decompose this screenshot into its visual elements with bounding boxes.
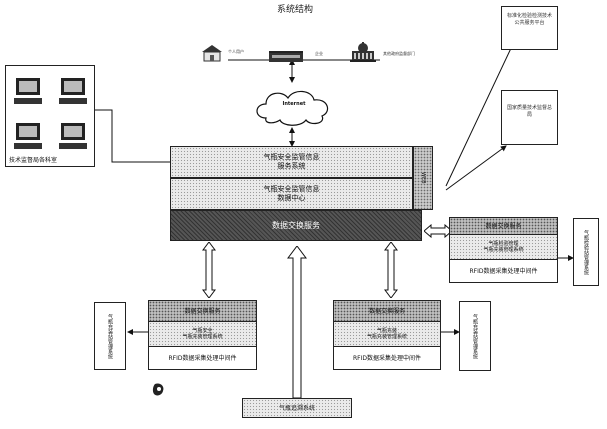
- computer-icon: [58, 76, 88, 110]
- unit-right-exchange: 数据交换服务: [449, 217, 558, 235]
- side-system-right-label: 气瓶检验站管理系统: [583, 229, 589, 275]
- middleware-unit-right: 数据交换服务 气瓶检验管理 气瓶充装管理系统 RFID数据采集处理中间件: [449, 217, 558, 283]
- data-center-block: 气瓶安全监管信息 数据中心: [170, 178, 413, 210]
- service-system-line1: 气瓶安全监管信息: [263, 153, 320, 161]
- house-icon: [200, 44, 224, 62]
- internet-cloud-icon: [252, 84, 336, 128]
- service-system-line2: 服务系统: [277, 162, 306, 170]
- side-system-left: 气瓶充装站管理系统: [94, 302, 126, 370]
- right-box-bottom-label: 国家质量技术监督总局: [506, 105, 552, 118]
- web-side-tag-label: WEB: [420, 172, 426, 184]
- unit-right-rfid-label: RFID数据采集处理中间件: [469, 267, 538, 275]
- data-center-line2: 数据中心: [277, 194, 306, 202]
- unit-right-exchange-label: 数据交换服务: [485, 222, 522, 230]
- unit-middle-exchange-label: 数据交换服务: [368, 307, 405, 315]
- government-building-icon: [349, 42, 377, 62]
- unit-right-manage-line2: 气瓶充装管理系统: [483, 247, 524, 253]
- web-side-tag: WEB: [413, 146, 433, 210]
- unit-left-exchange-label: 数据交换服务: [184, 307, 221, 315]
- unit-left-manage: 气瓶安全 气瓶充装管理系统: [149, 322, 256, 346]
- data-center-line1: 气瓶安全监管信息: [263, 185, 320, 193]
- double-arrow-vertical-right: [384, 241, 398, 299]
- right-box-standards-platform: 标准化检验检测技术公共服务平台: [501, 6, 558, 50]
- side-system-middle-label: 气瓶充装站管理系统: [472, 313, 478, 359]
- unit-middle-manage-line1: 气瓶充装: [376, 328, 397, 334]
- unit-middle-exchange: 数据交换服务: [333, 300, 441, 322]
- other-gov-label: 其他政府监督部门: [383, 51, 415, 56]
- unit-left-rfid-label: RFID数据采集处理中间件: [168, 354, 237, 362]
- left-station-label: 技术监督局各科室: [9, 157, 58, 164]
- computer-icon: [13, 121, 43, 155]
- diagram-title: 系统结构: [276, 5, 313, 15]
- personal-user-label: 个人用户: [228, 49, 244, 54]
- unit-middle-manage-line2: 气瓶充装管理系统: [366, 334, 407, 340]
- unit-left-exchange: 数据交换服务: [148, 300, 257, 322]
- double-arrow-horizontal: [423, 223, 453, 239]
- right-box-top-label: 标准化检验检测技术公共服务平台: [506, 13, 552, 26]
- left-station-panel: 技术监督局各科室: [5, 65, 95, 167]
- unit-right-manage-line1: 气瓶检验管理: [488, 241, 519, 247]
- unit-left-rfid: RFID数据采集处理中间件: [148, 346, 257, 370]
- unit-middle-rfid-label: RFID数据采集处理中间件: [352, 354, 421, 362]
- side-system-middle: 气瓶充装站管理系统: [459, 301, 491, 371]
- unit-right-rfid: RFID数据采集处理中间件: [449, 259, 558, 283]
- service-system-block: 气瓶安全监管信息 服务系统: [170, 146, 413, 178]
- unit-right-manage: 气瓶检验管理 气瓶充装管理系统: [450, 235, 557, 259]
- unit-left-manage-line2: 气瓶充装管理系统: [182, 334, 223, 340]
- bottom-system-block: 气瓶追溯系统: [242, 398, 352, 418]
- unit-left-manage-line1: 气瓶安全: [192, 328, 213, 334]
- double-arrow-vertical-left: [202, 241, 216, 299]
- exchange-service-block: 数据交换服务: [170, 210, 422, 241]
- unit-middle-manage: 气瓶充装 气瓶充装管理系统: [334, 322, 440, 346]
- unit-middle-rfid: RFID数据采集处理中间件: [333, 346, 441, 370]
- side-system-right: 气瓶检验站管理系统: [573, 218, 599, 286]
- internet-label: Internet: [282, 101, 306, 107]
- right-box-national-bureau: 国家质量技术监督总局: [501, 90, 558, 145]
- computer-icon: [58, 121, 88, 155]
- enterprise-label: 企业: [315, 51, 323, 56]
- middleware-unit-left: 数据交换服务 气瓶安全 气瓶充装管理系统 RFID数据采集处理中间件: [148, 300, 257, 370]
- middleware-unit-middle: 数据交换服务 气瓶充装 气瓶充装管理系统 RFID数据采集处理中间件: [333, 300, 441, 370]
- bottom-system-label: 气瓶追溯系统: [278, 404, 315, 412]
- building-icon: [268, 48, 304, 62]
- computer-icon: [13, 76, 43, 110]
- cylinder-tag-icon: [152, 382, 166, 398]
- side-system-left-label: 气瓶充装站管理系统: [107, 313, 113, 359]
- exchange-service-label: 数据交换服务: [272, 221, 320, 230]
- up-arrow-bottom: [287, 245, 307, 399]
